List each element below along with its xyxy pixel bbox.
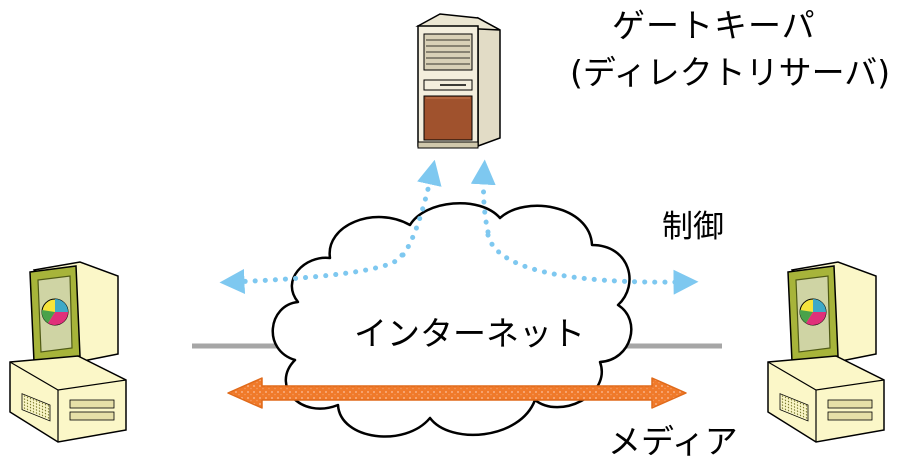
media-label: メディア (608, 422, 738, 461)
server-icon (415, 13, 501, 149)
gatekeeper-label: ゲートキーパ (612, 6, 816, 45)
gatekeeper-sublabel: (ディレクトリサーバ) (570, 53, 891, 92)
computer-icon-left (9, 261, 127, 443)
cloud-icon (271, 201, 633, 438)
control-arrow-left (219, 252, 405, 294)
control-arrow-up-right (470, 159, 496, 235)
control-arrow-right (485, 232, 699, 295)
control-label: 制御 (662, 209, 724, 245)
media-arrow (227, 377, 687, 409)
internet-label: インターネット (354, 314, 585, 353)
computer-icon-right (767, 261, 885, 443)
control-arrows (219, 159, 699, 295)
